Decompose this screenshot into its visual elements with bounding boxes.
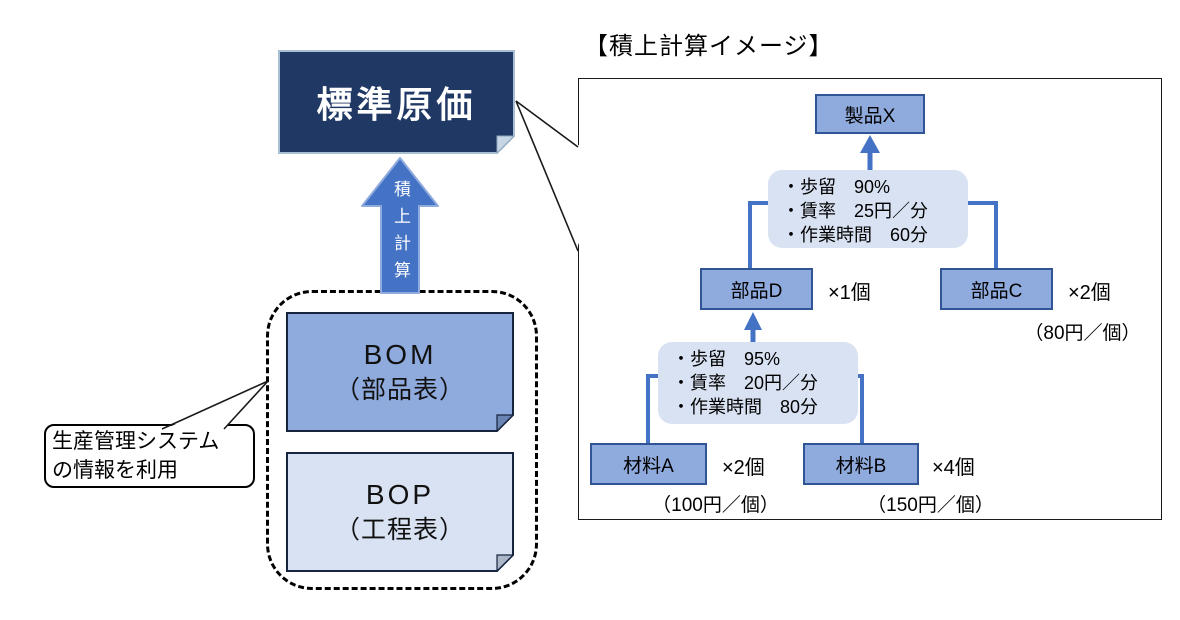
standard-cost-label: 標準原価 [316,84,477,125]
bom-title: BOM [363,339,437,370]
production-system-callout: 生産管理システム の情報を利用 [44,424,255,488]
material-b-qty: ×4個 [932,457,975,479]
process-top-line1: ・歩留 90% [782,177,891,197]
process-top-box: ・歩留 90% ・賃率 25円／分 ・作業時間 60分 [768,170,968,248]
material-b-box: 材料B [803,443,919,485]
standard-cost-shape [278,50,515,154]
panel-wedge-line-top [515,100,579,148]
bom-box: BOM （部品表） [286,312,514,432]
bop-subtitle: （工程表） [334,516,465,544]
part-c-qty: ×2個 [1068,282,1111,304]
bom-shape [286,312,514,432]
process-bottom-box: ・歩留 95% ・賃率 20円／分 ・作業時間 80分 [658,342,858,424]
part-d-box: 部品D [700,268,813,310]
process-bottom-line3: ・作業時間 80分 [672,397,819,417]
bop-title: BOP [365,479,435,510]
callout-tail-line-left [161,380,269,430]
part-c-box: 部品C [940,268,1053,310]
callout-tail-line-right [223,380,269,430]
callout-line2: の情報を利用 [52,459,178,482]
material-a-box: 材料A [590,443,707,485]
process-top-line3: ・作業時間 60分 [782,225,929,245]
part-c-price: （80円／個） [1024,323,1141,344]
part-d-label: 部品D [730,280,783,302]
product-x-label: 製品X [844,105,896,127]
product-x-box: 製品X [815,94,925,134]
material-b-price: （150円／個） [867,495,994,516]
panel-wedge-line-bottom [515,100,579,252]
callout-tail [163,381,268,430]
bop-box: BOP （工程表） [286,452,514,572]
standard-cost-box: 標準原価 [278,50,515,154]
part-d-qty: ×1個 [828,282,871,304]
callout-line1: 生産管理システム [52,430,220,453]
bom-subtitle: （部品表） [334,376,465,404]
process-bottom-line1: ・歩留 95% [672,349,781,369]
process-top-line2: ・賃率 25円／分 [782,201,929,221]
part-c-label: 部品C [970,280,1023,302]
process-bottom-line2: ・賃率 20円／分 [672,373,819,393]
panel-wedge [518,101,581,250]
material-a-qty: ×2個 [722,457,765,479]
material-a-label: 材料A [623,455,674,477]
panel-title: 【積上計算イメージ】 [584,33,834,60]
material-b-label: 材料B [835,455,887,477]
rollup-arrow-label: 積上計算 [391,180,410,288]
material-a-price: （100円／個） [652,495,779,516]
bop-shape [286,452,514,572]
